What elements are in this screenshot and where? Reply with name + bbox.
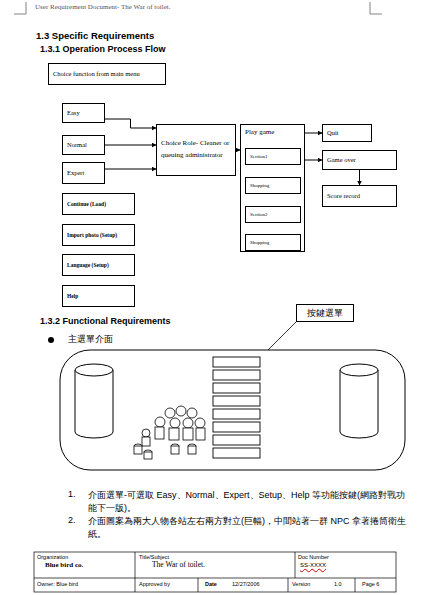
node-text: Help (67, 293, 130, 300)
subsection-heading: 1.3.1 Operation Process Flow (40, 44, 166, 54)
process-box: Choice function from main menu (48, 63, 166, 85)
bullet-dot (48, 337, 54, 343)
corner-mark (14, 2, 26, 14)
flow-arrow (105, 169, 156, 170)
node-text: Quit (327, 129, 367, 137)
menu-box: Language (Setup) (62, 254, 135, 276)
bullet-text: 主選單介面 (68, 334, 113, 344)
process-box: Game over (322, 150, 397, 170)
table-cell: Title/Subject (139, 554, 169, 560)
node-text: Score record (327, 192, 392, 200)
node-text: 按鍵選單 (307, 308, 343, 318)
table-cell: 1.0 (334, 581, 342, 587)
node-text: Language (Setup) (67, 262, 130, 269)
section-heading: 1.3 Specific Requirements (36, 31, 154, 42)
menu-box: Help (62, 285, 135, 307)
button-stack (213, 357, 260, 458)
section-box: Section1 (245, 148, 301, 165)
node-text: Game over (327, 156, 392, 164)
node-text: Shopping (250, 183, 296, 189)
container-box: Play gameSection1ShoppingSection2Shoppin… (240, 124, 305, 252)
flow-arrow (359, 170, 360, 185)
list-text: 介面選單-可選取 Easy、Normal、Expert、Setup、Help 等… (88, 489, 406, 515)
table-cell: Version (292, 581, 310, 587)
page-header: User Requirement Document- The War of to… (35, 3, 170, 11)
node-text: Choice Role- Cleaner or queuing administ… (161, 138, 231, 161)
flow-arrow (105, 145, 156, 146)
node-text: Shopping (250, 240, 296, 246)
node-text: Choice function from main menu (53, 70, 161, 78)
table-cell: The War of toilet. (152, 561, 205, 570)
node-text: Section2 (250, 212, 296, 218)
menu-box: Continue (Load) (62, 193, 135, 215)
table-cell: 12/27/2006 (232, 581, 260, 587)
node-text: Easy (67, 109, 100, 117)
section-box: Section2 (245, 206, 301, 223)
process-box: Quit (322, 124, 372, 142)
table-cell: Approved by (139, 581, 170, 587)
section-box: Shopping (245, 234, 301, 251)
table-cell: Page 6 (362, 581, 379, 587)
process-box: Choice Role- Cleaner or queuing administ… (156, 124, 236, 176)
table-cell: Doc Number (298, 554, 329, 560)
process-box: Easy (62, 103, 105, 123)
process-box: Expert (62, 162, 105, 184)
flow-arrow (105, 119, 156, 128)
npc-crowd (134, 406, 205, 459)
menu-box: Import photo (Setup) (62, 224, 135, 246)
callout-box: 按鍵選單 (296, 304, 354, 322)
process-box: Score record (322, 185, 397, 207)
table-cell: Blue bird co. (45, 561, 83, 569)
node-text: Normal (67, 141, 100, 149)
table-cell: Owner: Blue bird (37, 581, 78, 587)
footer-table (34, 552, 396, 592)
node-text: Play game (245, 128, 300, 136)
table-cell: Organization (37, 554, 68, 560)
list-number: 2. (68, 515, 76, 525)
list-number: 1. (68, 489, 76, 499)
table-cell: SS-XXXX (300, 562, 326, 569)
process-box: Normal (62, 135, 105, 155)
character-cylinder (340, 364, 378, 438)
character-cylinder (75, 364, 113, 438)
corner-mark (370, 2, 382, 14)
subsection-heading: 1.3.2 Functional Requirements (40, 316, 171, 326)
node-text: Section1 (250, 154, 296, 160)
flow-arrow (305, 133, 322, 134)
list-text: 介面圖案為兩大人物各站左右兩方對立(巨幅)，中間站著一群 NPC 拿著捲筒衛生紙… (88, 515, 406, 541)
section-box: Shopping (245, 177, 301, 194)
menu-frame (60, 350, 405, 470)
node-text: Expert (67, 169, 100, 177)
table-cell: Date (205, 581, 217, 587)
flow-arrow (305, 160, 322, 161)
node-text: Continue (Load) (67, 201, 130, 208)
node-text: Import photo (Setup) (67, 232, 130, 239)
